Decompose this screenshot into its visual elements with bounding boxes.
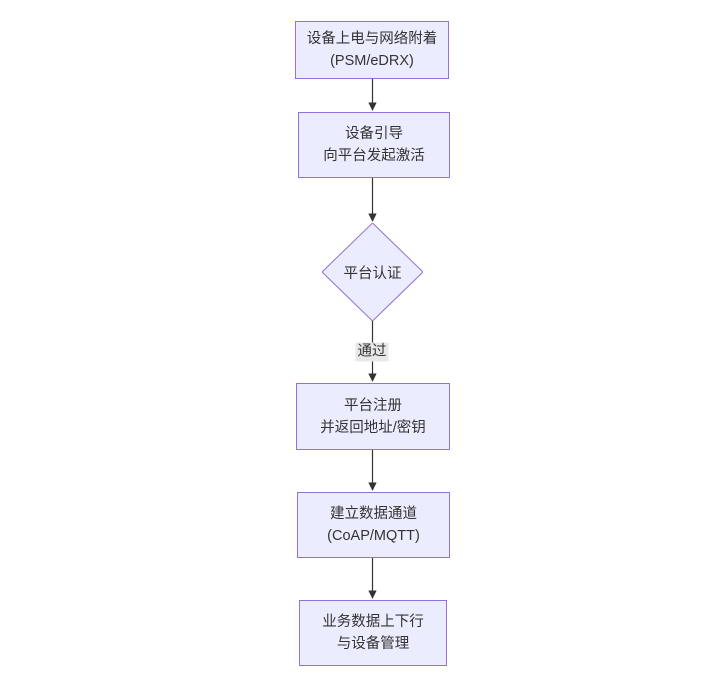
node-business-data: 业务数据上下行 与设备管理 (299, 600, 447, 666)
node-business-data-line1: 业务数据上下行 (322, 614, 424, 630)
node-register: 平台注册 并返回地址/密钥 (296, 383, 450, 450)
node-business-data-line2: 与设备管理 (336, 636, 410, 652)
node-data-channel-line2: (CoAP/MQTT) (327, 528, 420, 544)
node-bootstrap: 设备引导 向平台发起激活 (298, 112, 450, 178)
node-bootstrap-line1: 设备引导 (345, 126, 403, 142)
edge-label-pass: 通过 (355, 342, 389, 362)
node-power-attach-line1: 设备上电与网络附着 (306, 31, 438, 47)
node-register-line2: 并返回地址/密钥 (320, 419, 426, 436)
node-platform-auth-label: 平台认证 (343, 265, 402, 282)
node-bootstrap-line2: 向平台发起激活 (323, 148, 425, 164)
diamond-shape (322, 223, 423, 321)
node-platform-auth: 平台认证 (322, 223, 423, 321)
node-data-channel-line1: 建立数据通道 (330, 506, 417, 522)
node-data-channel: 建立数据通道 (CoAP/MQTT) (297, 492, 450, 558)
node-register-line1: 平台注册 (344, 397, 402, 414)
node-power-attach: 设备上电与网络附着 (PSM/eDRX) (295, 21, 449, 79)
node-power-attach-line2: (PSM/eDRX) (330, 53, 414, 69)
